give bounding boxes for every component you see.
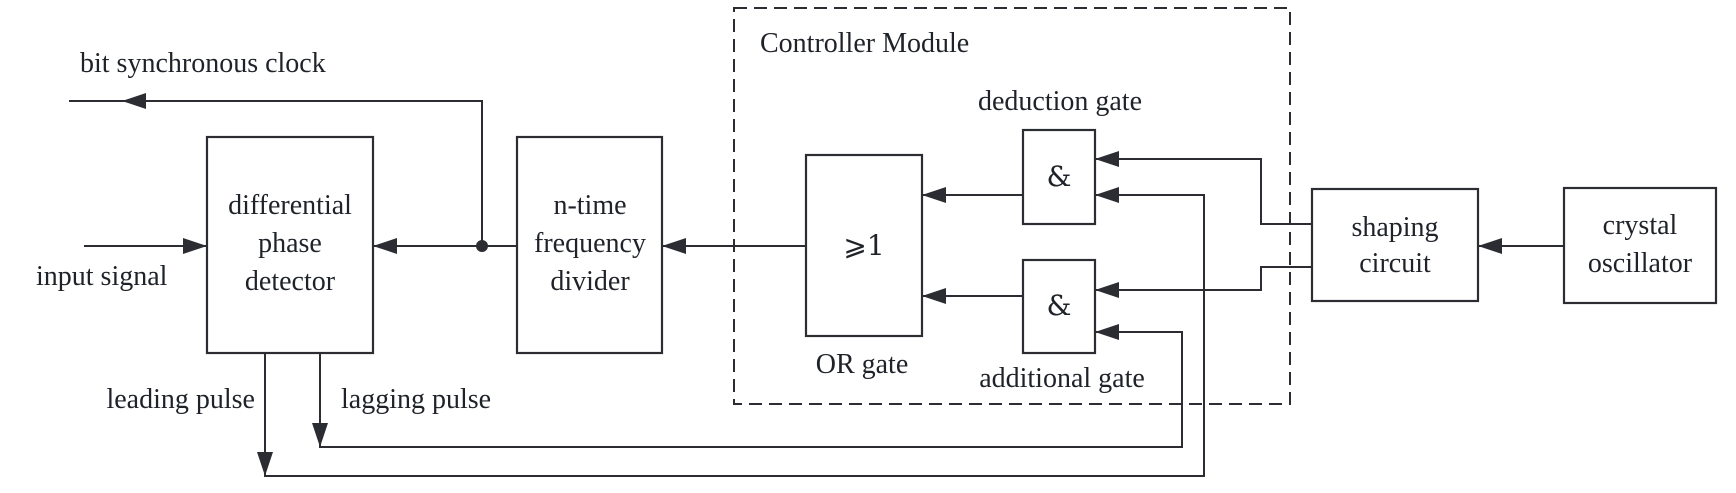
or-input-lower-arrow-icon: [922, 288, 946, 304]
shaping-input-arrow-icon: [1478, 238, 1502, 254]
input-signal-label: input signal: [36, 261, 168, 292]
shaping-circuit-label-2: circuit: [1359, 248, 1431, 279]
junction-dot: [476, 240, 488, 252]
phase-detector-label-3: detector: [245, 266, 336, 297]
leading-pulse-wire: [264, 194, 1205, 477]
frequency-divider-label-1: n-time: [553, 190, 626, 221]
or-gate-symbol: ⩾1: [843, 229, 884, 262]
additional-gate-caption: additional gate: [979, 363, 1145, 394]
divider-input-arrow-icon: [662, 238, 686, 254]
frequency-divider-label-2: frequency: [534, 228, 646, 259]
frequency-divider-box: [515, 135, 664, 355]
phase-detector-label-1: differential: [228, 190, 352, 221]
block-additional-gate: & additional gate: [979, 258, 1145, 394]
additional-gate-box: [1021, 258, 1097, 355]
phase-detector-box: [205, 135, 375, 355]
block-frequency-divider: n-time frequency divider: [515, 135, 664, 355]
shaping-circuit-box: [1310, 187, 1480, 303]
deduction-input-lower-arrow-icon: [1095, 187, 1119, 203]
arrowheads: [122, 93, 1502, 476]
block-phase-detector: differential phase detector: [205, 135, 375, 355]
input-arrow-icon: [183, 238, 207, 254]
deduction-gate-caption: deduction gate: [978, 86, 1142, 117]
additional-gate-symbol: &: [1047, 289, 1072, 322]
crystal-oscillator-label-1: crystal: [1603, 210, 1678, 241]
or-gate-box: [804, 153, 924, 338]
lagging-pulse-arrow-icon: [312, 423, 328, 447]
block-crystal-oscillator: crystal oscillator: [1562, 186, 1718, 305]
leading-pulse-label: leading pulse: [106, 384, 255, 415]
shaping-to-deduction-wire: [1095, 158, 1312, 225]
block-or-gate: ⩾1 OR gate: [804, 153, 924, 380]
shaping-circuit-label-1: shaping: [1351, 212, 1438, 243]
block-shaping-circuit: shaping circuit: [1310, 187, 1480, 303]
clock-output-wire: [69, 100, 483, 246]
controller-module-boundary: [733, 7, 1291, 405]
shaping-to-additional-wire: [1095, 266, 1312, 291]
deduction-gate-symbol: &: [1047, 160, 1072, 193]
deduction-input-upper-arrow-icon: [1095, 151, 1119, 167]
lagging-pulse-label: lagging pulse: [341, 384, 491, 415]
crystal-oscillator-box: [1562, 186, 1718, 305]
or-gate-caption: OR gate: [816, 349, 909, 380]
clock-arrow-icon: [122, 93, 146, 109]
additional-input-upper-arrow-icon: [1095, 282, 1119, 298]
detector-feedback-arrow-icon: [373, 238, 397, 254]
phase-detector-label-2: phase: [258, 228, 322, 259]
frequency-divider-label-3: divider: [550, 266, 630, 297]
crystal-oscillator-label-2: oscillator: [1588, 248, 1693, 279]
leading-pulse-arrow-icon: [257, 452, 273, 476]
lagging-pulse-wire: [319, 331, 1183, 448]
deduction-gate-box: [1021, 128, 1097, 226]
or-input-upper-arrow-icon: [922, 187, 946, 203]
controller-module-title: Controller Module: [760, 28, 969, 59]
block-deduction-gate: & deduction gate: [978, 86, 1142, 226]
clock-signal-label: bit synchronous clock: [80, 48, 326, 79]
additional-input-lower-arrow-icon: [1095, 324, 1119, 340]
